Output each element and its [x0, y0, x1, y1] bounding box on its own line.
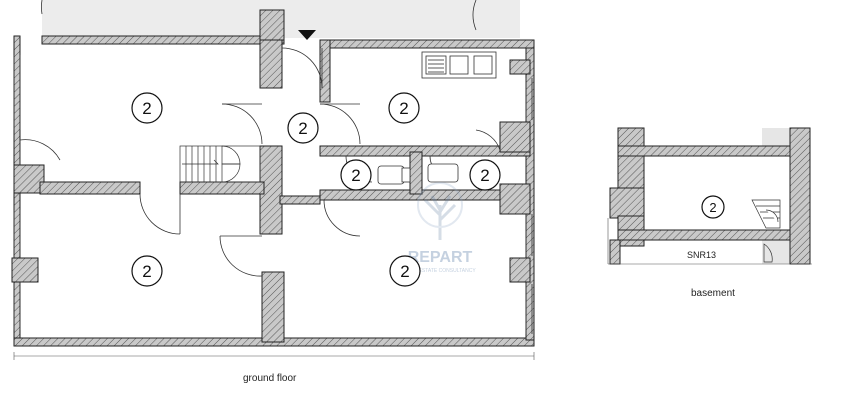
windows [13, 55, 533, 334]
svg-text:2: 2 [399, 99, 408, 118]
basement-staircase-icon [751, 199, 781, 229]
svg-text:2: 2 [298, 119, 307, 138]
ground-floor-caption: ground floor [243, 373, 297, 384]
svg-text:2: 2 [709, 200, 716, 215]
svg-text:2: 2 [400, 262, 409, 281]
sink-icon [427, 163, 459, 183]
kitchen-counter [421, 51, 497, 79]
svg-text:2: 2 [351, 166, 360, 185]
room-label-bedroom: 2 [389, 255, 421, 287]
basement-exterior-shade [762, 128, 796, 148]
room-label-bath: 2 [469, 159, 501, 191]
room-label-wc: 2 [340, 159, 372, 191]
basement-caption: basement [691, 288, 735, 299]
entrance-arrow-icon [298, 30, 316, 40]
watermark-tagline: REAL ESTATE CONSULTANCY [404, 268, 476, 274]
room-label-living-top: 2 [131, 92, 163, 124]
room-label-kitchen: 2 [388, 92, 420, 124]
svg-text:2: 2 [480, 166, 489, 185]
watermark-brand: REPART [408, 249, 473, 266]
unit-label: SNR13 [687, 250, 716, 260]
watermark-logo [417, 182, 463, 240]
svg-text:2: 2 [142, 262, 151, 281]
basement-walls [609, 127, 811, 265]
room-label-living-bottom: 2 [131, 255, 163, 287]
svg-text:2: 2 [142, 99, 151, 118]
doors [19, 47, 501, 277]
staircase-icon [179, 145, 261, 183]
ground-floor-walls [11, 9, 535, 347]
room-label-hall: 2 [287, 112, 319, 144]
toilet-icon [377, 165, 411, 185]
room-label-basement: 2 [701, 195, 725, 219]
